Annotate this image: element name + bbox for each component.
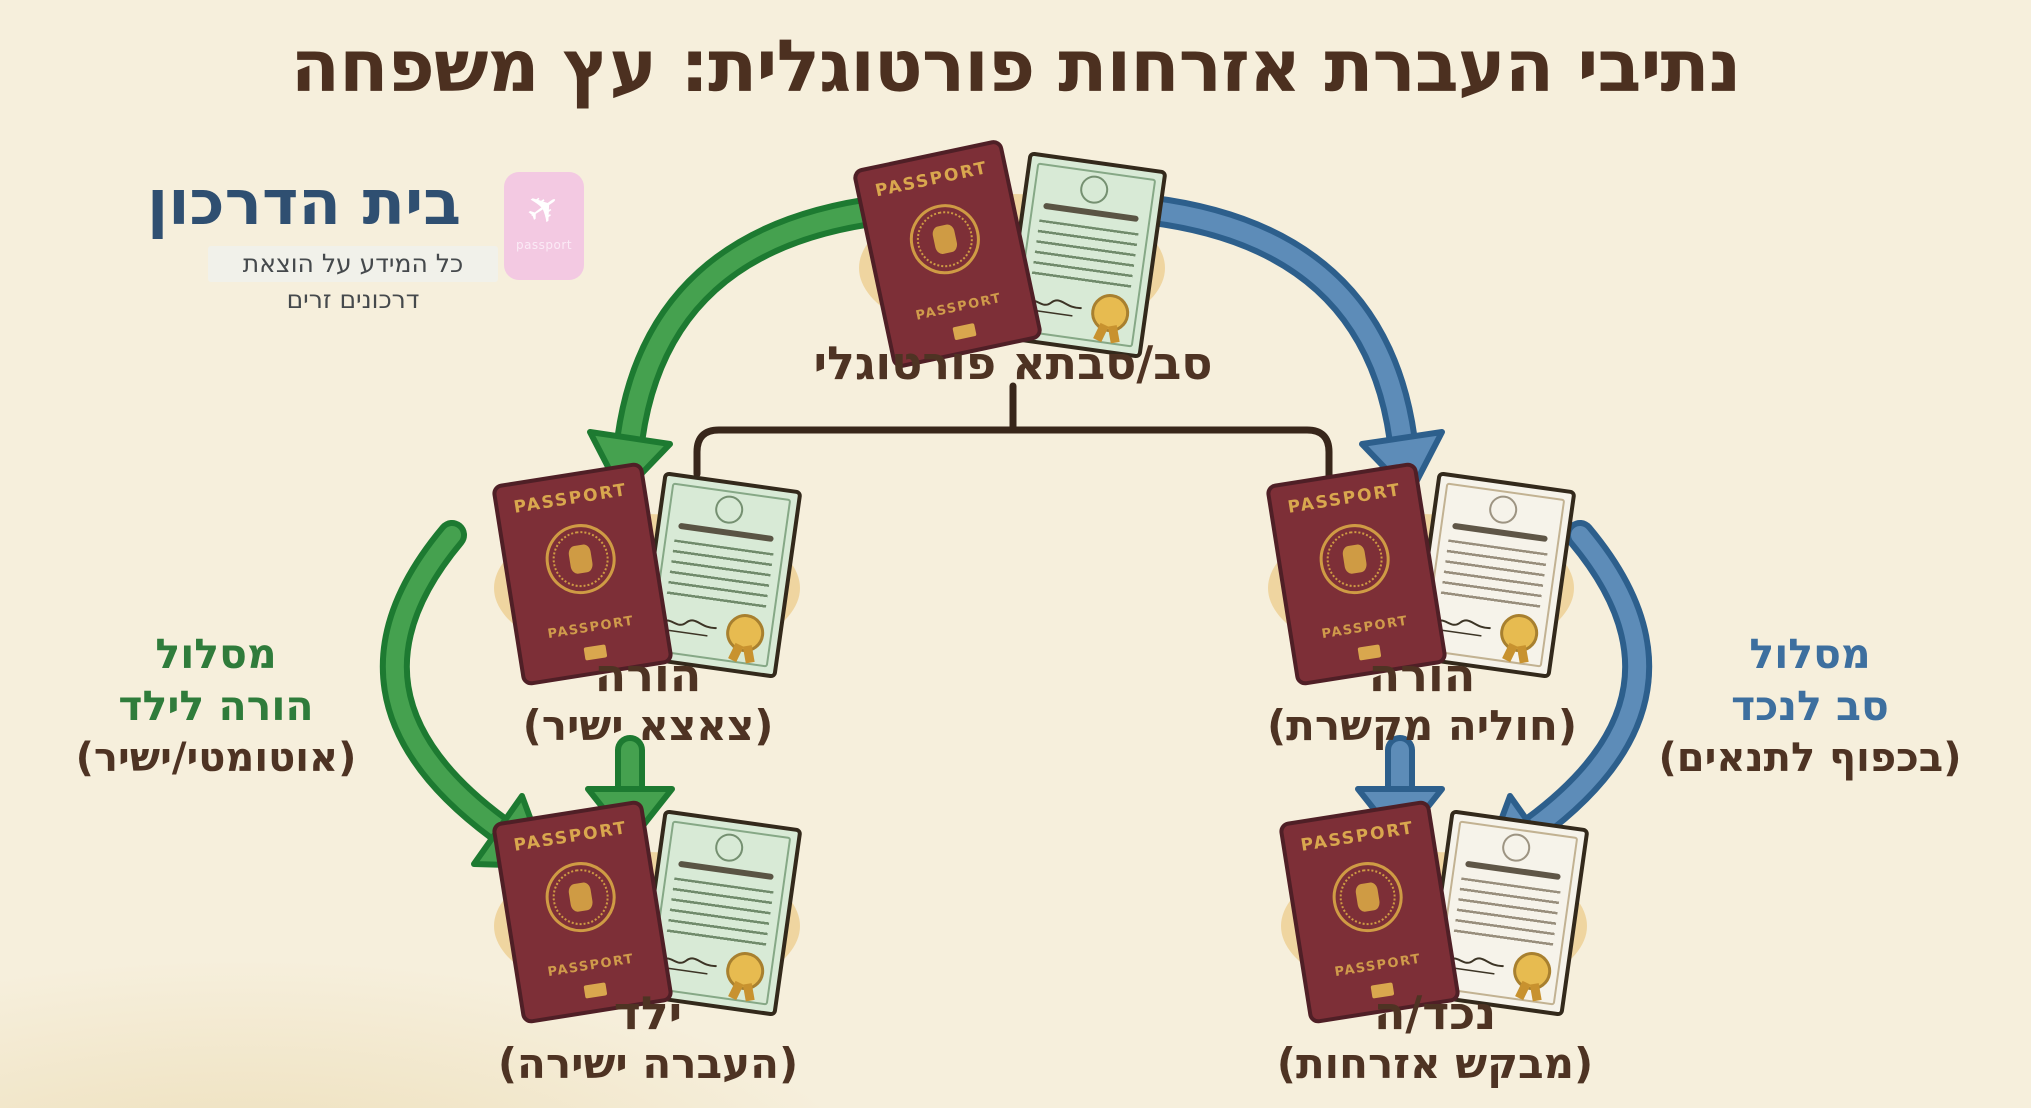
certificate-seal-icon (713, 831, 745, 864)
certificate-seal-icon (713, 493, 745, 526)
certificate-seal-icon (1078, 173, 1110, 206)
page-title: נתיבי העברת אזרחות פורטוגלית: עץ משפחה (290, 24, 1742, 108)
site-logo: בית הדרכון כל המידע על הוצאת דרכונים זרי… (110, 140, 610, 314)
blue-arc-arrow (1134, 194, 1445, 497)
certificate-seal-icon (1500, 831, 1532, 864)
passport-cover-subtitle: PASSPORT (914, 290, 1004, 324)
path-right-line1: מסלול (1749, 630, 1871, 678)
path-left-note: (אוטומטי/ישיר) (75, 734, 357, 781)
node-subtitle: (צאצא ישיר) (522, 700, 774, 750)
passport-cover-subtitle: PASSPORT (546, 951, 636, 981)
certificate-text-lines (666, 539, 774, 609)
passport-cover-title: PASSPORT (512, 480, 629, 518)
passport-illustration: PASSPORT PASSPORT (851, 138, 1044, 370)
node-grandparent: PASSPORT PASSPORT סב/סבתא פורטוגלי (813, 138, 1213, 389)
passport-cover-subtitle: PASSPORT (1333, 951, 1423, 981)
passport-cover-title: PASSPORT (1286, 480, 1403, 518)
path-label-parent-to-child: מסלול הורה לילד (אוטומטי/ישיר) (46, 628, 386, 784)
certificate-heading (1043, 202, 1139, 222)
certificate-ribbon-icon (723, 611, 767, 655)
certificate-seal-icon (1487, 493, 1519, 526)
passport-emblem-icon (540, 857, 621, 938)
node-subtitle: (חוליה מקשרת) (1266, 700, 1578, 750)
node-subtitle: (העברה ישירה) (497, 1038, 799, 1088)
passport-plane-icon: ✈ passport (504, 172, 584, 280)
logo-icon-caption: passport (515, 238, 573, 252)
logo-tagline: כל המידע על הוצאת דרכונים זרים (208, 246, 498, 314)
node-subtitle: (מבקש אזרחות) (1276, 1038, 1594, 1088)
node-title: סב/סבתא פורטוגלי (813, 336, 1213, 390)
certificate-ribbon-icon (1510, 949, 1554, 993)
node-parent-right: PASSPORT PASSPORT הורה (חוליה מקשרת) (1264, 461, 1577, 749)
path-right-line2: סב לנכד (1731, 682, 1889, 731)
passport-cover-subtitle: PASSPORT (1320, 613, 1410, 643)
node-title: נכד/ה (1373, 986, 1497, 1040)
certificate-heading (678, 522, 774, 542)
passport-emblem-icon (1327, 857, 1408, 938)
node-title: ילד (613, 986, 683, 1040)
tree-connector-lines (693, 382, 1333, 504)
passport-cover-title: PASSPORT (873, 157, 990, 202)
path-left-line2: הורה לילד (118, 682, 314, 731)
passport-cover-title: PASSPORT (1299, 818, 1416, 856)
logo-name: בית הדרכון (146, 166, 462, 239)
node-title: הורה (594, 648, 702, 702)
certificate-heading (678, 860, 774, 880)
certificate-text-lines (666, 877, 774, 947)
certificate-text-lines (1440, 539, 1548, 609)
passport-cover-subtitle: PASSPORT (546, 613, 636, 643)
passport-emblem-icon (540, 519, 621, 600)
passport-cover-title: PASSPORT (512, 818, 629, 856)
certificate-text-lines (1453, 877, 1561, 947)
node-child: PASSPORT PASSPORT ילד (העברה ישירה) (490, 799, 803, 1087)
certificate-heading (1465, 860, 1561, 880)
certificate-heading (1452, 522, 1548, 542)
certificate-text-lines (1031, 219, 1139, 289)
certificate-ribbon-icon (1497, 611, 1541, 655)
node-title: הורה (1368, 648, 1476, 702)
passport-emblem-icon (902, 197, 986, 281)
node-parent-left: PASSPORT PASSPORT הורה (צאצא ישיר) (490, 461, 803, 749)
path-right-note: (בכפוף לתנאים) (1658, 734, 1962, 781)
certificate-ribbon-icon (1088, 291, 1132, 335)
certificate-ribbon-icon (723, 949, 767, 993)
path-left-line1: מסלול (155, 630, 277, 678)
path-label-grandparent-to-grandchild: מסלול סב לנכד (בכפוף לתנאים) (1640, 628, 1980, 784)
passport-emblem-icon (1314, 519, 1395, 600)
node-grandchild: PASSPORT PASSPORT נכד/ה (מבקש אזרחות) (1277, 799, 1593, 1087)
